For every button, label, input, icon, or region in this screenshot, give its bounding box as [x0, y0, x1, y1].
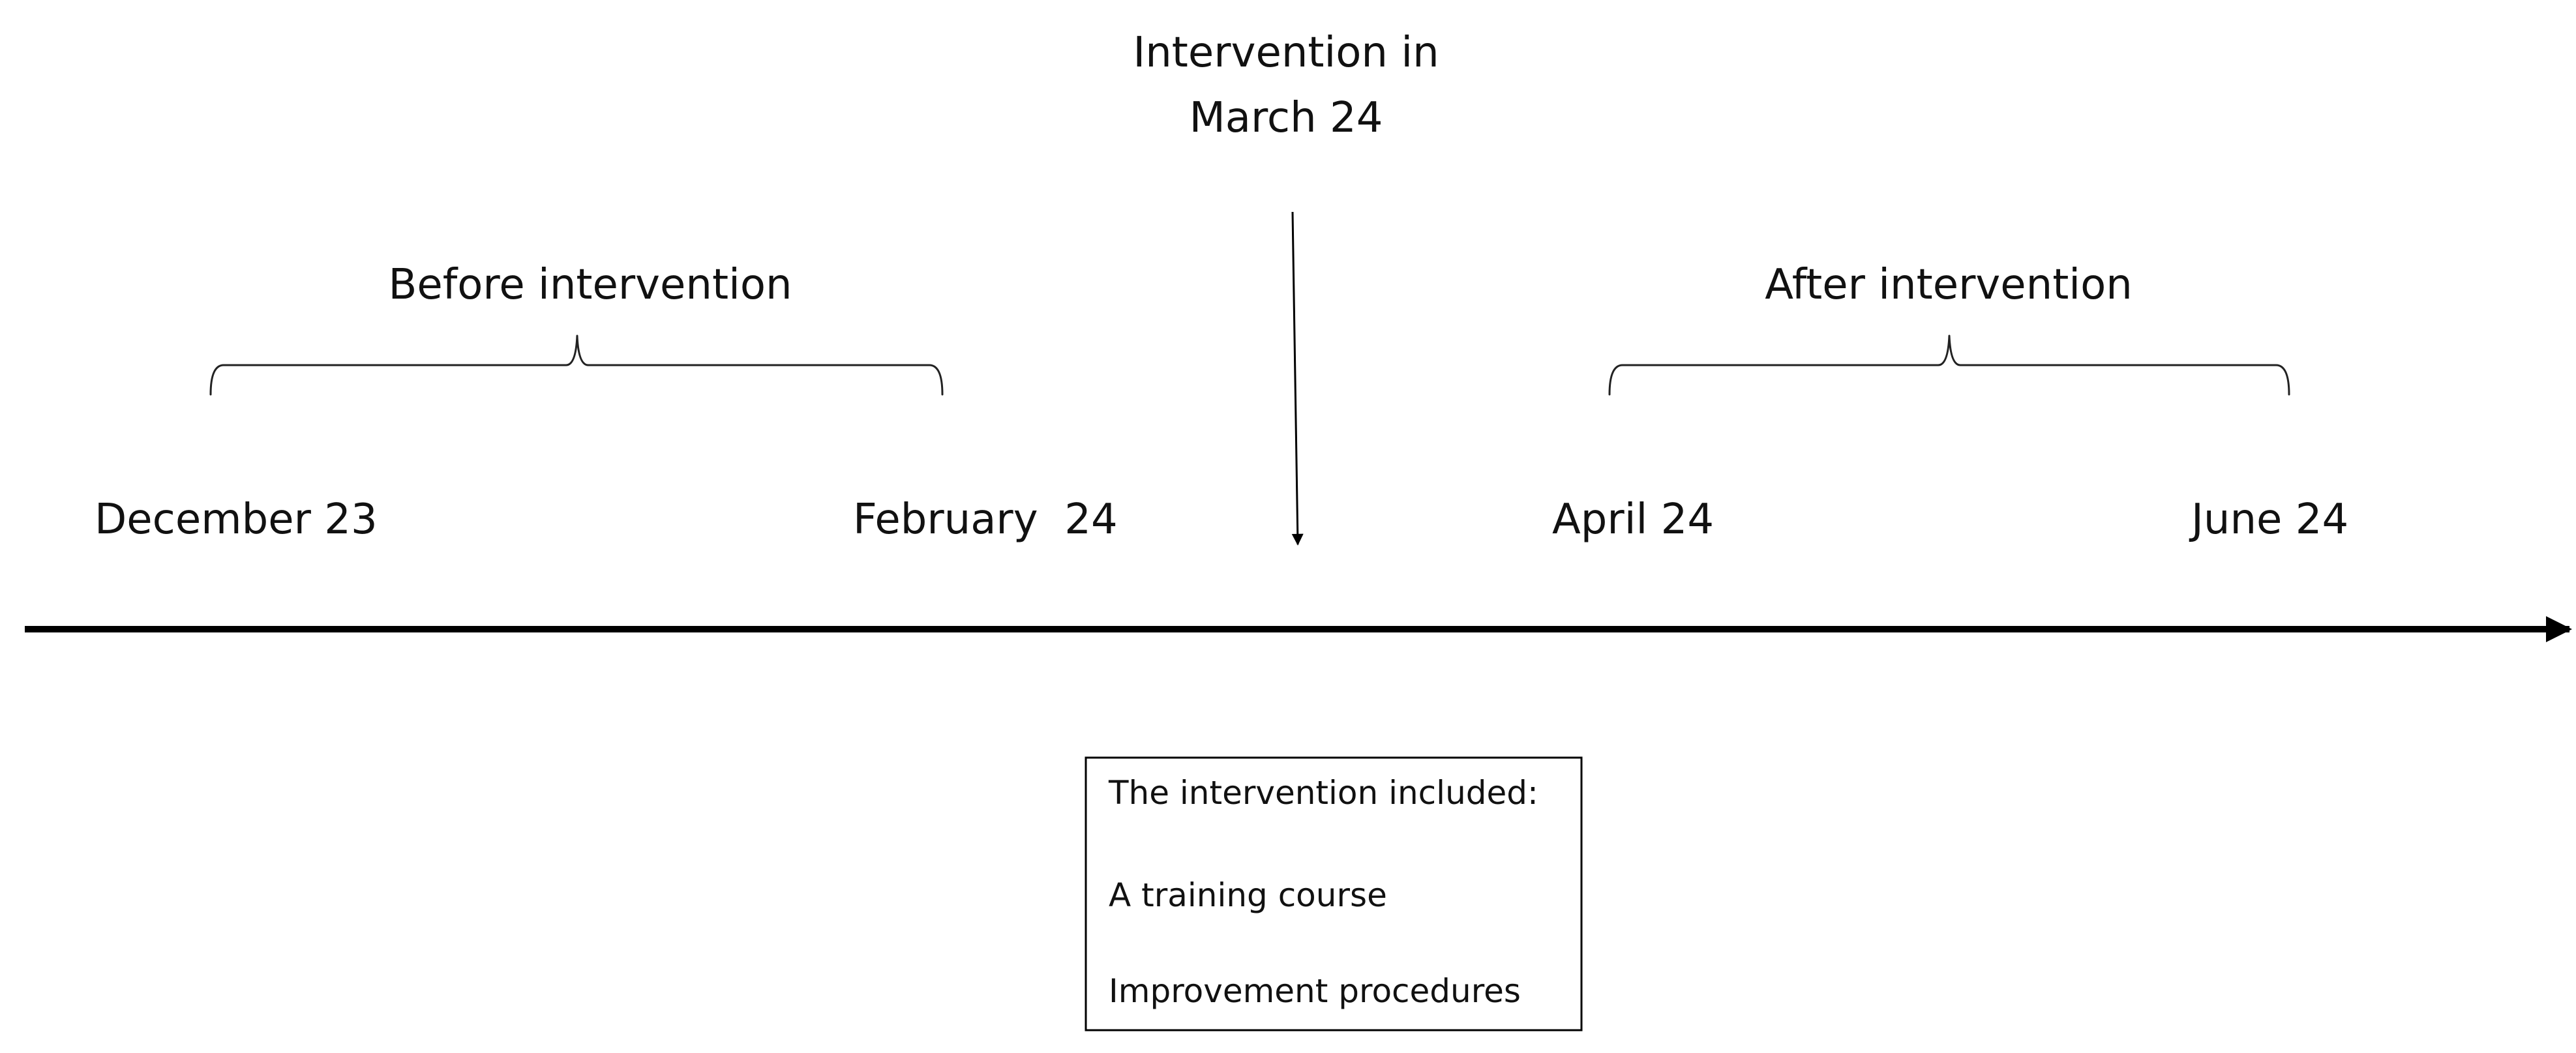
intervention-title-line2: March 24 [1190, 94, 1383, 142]
intervention-details-heading: The intervention included: [1108, 774, 1538, 812]
intervention-details-item-training: A training course [1109, 876, 1387, 914]
date-label-february-24: February 24 [853, 496, 1118, 544]
before-intervention-label: Before intervention [388, 261, 792, 309]
after-intervention-label: After intervention [1765, 261, 2133, 309]
intervention-details-item-procedures: Improvement procedures [1109, 972, 1521, 1010]
intervention-details-box [1085, 756, 1583, 1031]
intervention-title-line1: Intervention in [1133, 29, 1439, 77]
intervention-arrow [1291, 211, 1304, 546]
date-label-april-24: April 24 [1552, 496, 1714, 544]
date-label-december-23: December 23 [95, 496, 378, 544]
after-intervention-bracket [1608, 334, 2290, 396]
before-intervention-bracket [209, 334, 944, 396]
date-label-june-24: June 24 [2189, 496, 2348, 544]
